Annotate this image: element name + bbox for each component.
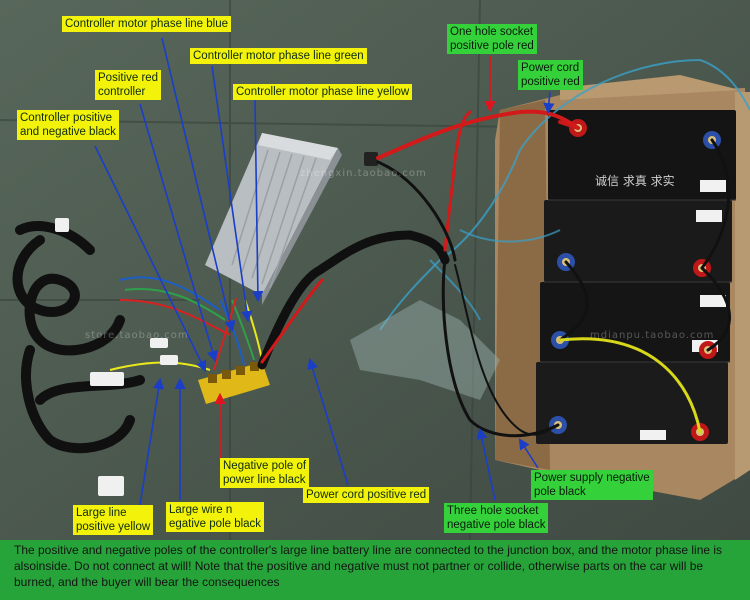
label-power-cord-positive-red-top: Power cord positive red	[518, 60, 583, 90]
label-large-wire-negative-black: Large wire n egative pole black	[166, 502, 265, 532]
battery-jumpers	[558, 120, 732, 434]
power-cables	[257, 109, 580, 438]
label-controller-pos-neg-black: Controller positive and negative black	[17, 110, 119, 140]
label-motor-phase-blue: Controller motor phase line blue	[62, 16, 232, 32]
label-motor-phase-green: Controller motor phase line green	[190, 48, 367, 64]
connectors	[55, 152, 378, 496]
watermark-2: store.taobao.com	[85, 330, 189, 341]
label-power-supply-negative: Power supply negative pole black	[531, 470, 653, 500]
wire-harness	[12, 221, 145, 454]
label-negative-pole-power-line: Negative pole of power line black	[220, 458, 310, 488]
label-motor-phase-yellow: Controller motor phase line yellow	[233, 84, 413, 100]
footer-warning-note: The positive and negative poles of the c…	[0, 540, 750, 600]
battery-slogan: 诚信 求真 求实	[595, 173, 675, 188]
watermark-3: mdianpu.taobao.com	[590, 330, 715, 341]
label-power-cord-positive-red-bottom: Power cord positive red	[303, 487, 430, 503]
annotation-arrows	[94, 37, 555, 506]
watermark-1: zhengxin.taobao.com	[300, 168, 427, 179]
label-positive-red-controller: Positive red controller	[95, 70, 162, 100]
label-one-hole-socket: One hole socket positive pole red	[447, 24, 537, 54]
battery-pack	[536, 110, 736, 444]
label-three-hole-socket: Three hole socket negative pole black	[444, 503, 549, 533]
label-large-line-positive-yellow: Large line positive yellow	[73, 505, 154, 535]
